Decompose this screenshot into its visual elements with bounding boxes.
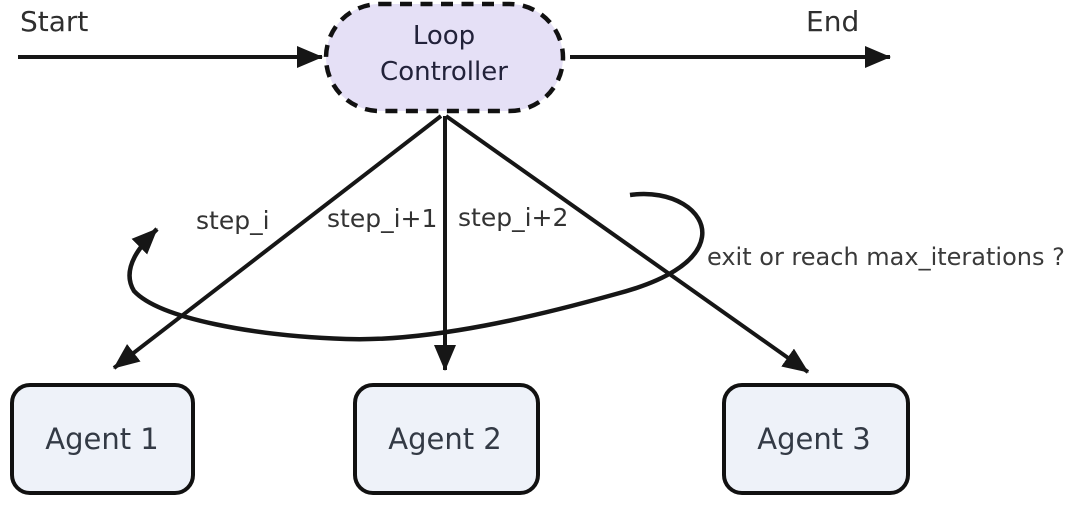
end-label: End xyxy=(806,5,860,38)
edge-step-i-plus-2-to-agent-3 xyxy=(444,114,810,374)
loop-back-curve-arrow xyxy=(127,191,705,342)
edge-label-step-i-plus-1: step_i+1 xyxy=(327,204,438,233)
agent-3-node xyxy=(722,383,910,495)
agent-1-node xyxy=(10,383,195,495)
agent-2-node xyxy=(353,383,540,495)
loop-controller-node xyxy=(323,1,566,114)
agent-1-label: Agent 1 xyxy=(45,422,159,456)
loop-controller-label: Loop Controller xyxy=(380,21,508,87)
exit-condition-label: exit or reach max_iterations ? xyxy=(707,243,1065,271)
edge-label-step-i-plus-2: step_i+2 xyxy=(458,203,569,232)
agent-3-label: Agent 3 xyxy=(757,422,871,456)
edge-label-step-i: step_i xyxy=(196,206,270,235)
start-label: Start xyxy=(20,5,89,38)
agent-2-label: Agent 2 xyxy=(388,422,502,456)
edge-step-i-to-agent-1 xyxy=(112,114,443,370)
